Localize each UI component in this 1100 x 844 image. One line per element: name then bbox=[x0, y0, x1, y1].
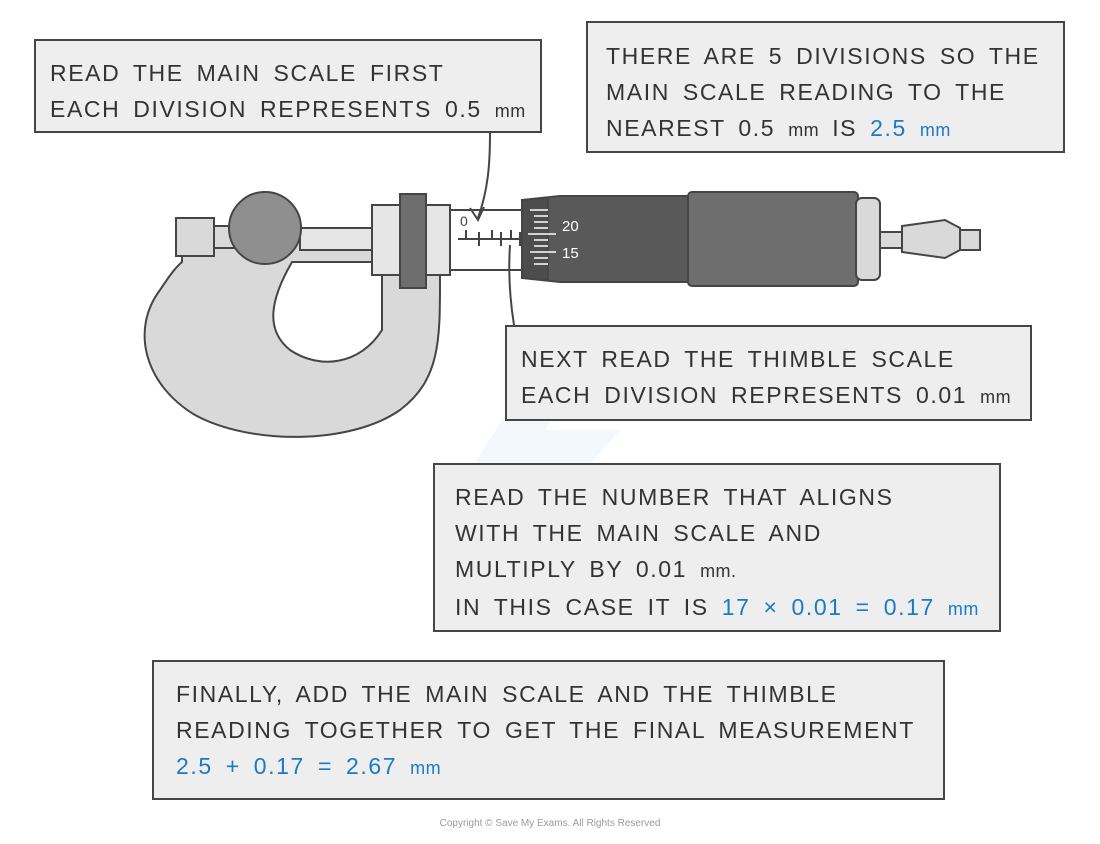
thimble-unit: mm bbox=[980, 387, 1012, 407]
pointer-main-scale-head bbox=[469, 206, 485, 223]
divisions-callout: THERE ARE 5 DIVISIONS SO THE MAIN SCALE … bbox=[586, 21, 1065, 153]
final-calculation-unit: mm bbox=[410, 758, 442, 778]
read-number-unit: mm. bbox=[700, 561, 737, 581]
read-number-line-2: WITH THE MAIN SCALE AND bbox=[455, 520, 822, 546]
final-callout: FINALLY, ADD THE MAIN SCALE AND THE THIM… bbox=[152, 660, 945, 800]
ratchet-cap bbox=[855, 197, 881, 281]
thimble-calculation-unit: mm bbox=[947, 599, 979, 619]
copyright-notice: Copyright © Save My Exams. All Rights Re… bbox=[439, 818, 661, 829]
spindle bbox=[299, 227, 373, 251]
main-scale-line-1: READ THE MAIN SCALE FIRST bbox=[50, 60, 445, 86]
thimble-line-1: NEXT READ THE THIMBLE SCALE bbox=[521, 346, 955, 372]
frame-ball bbox=[228, 191, 302, 265]
lock-ring bbox=[399, 193, 427, 289]
final-line-3: 2.5 + 0.17 = 2.67 mm bbox=[176, 748, 943, 786]
read-number-line-3-text: MULTIPLY BY 0.01 bbox=[455, 556, 688, 582]
thimble-callout: NEXT READ THE THIMBLE SCALE EACH DIVISIO… bbox=[505, 325, 1032, 421]
end-shaft bbox=[879, 231, 903, 249]
final-line-2: READING TOGETHER TO GET THE FINAL MEASUR… bbox=[176, 717, 915, 743]
read-number-line-3: MULTIPLY BY 0.01 mm. bbox=[455, 551, 999, 589]
end-knob bbox=[901, 218, 961, 260]
main-scale-unit: mm bbox=[494, 101, 526, 121]
thimble-line-2: EACH DIVISION REPRESENTS 0.01 mm bbox=[521, 377, 1030, 415]
main-scale-line-2-text: EACH DIVISION REPRESENTS 0.5 bbox=[50, 96, 482, 122]
final-calculation: 2.5 + 0.17 = 2.67 bbox=[176, 753, 398, 779]
anvil bbox=[175, 217, 215, 257]
divisions-line-3-text: NEAREST 0.5 bbox=[606, 115, 776, 141]
thimble-label-20: 20 bbox=[562, 218, 579, 235]
final-line-1: FINALLY, ADD THE MAIN SCALE AND THE THIM… bbox=[176, 681, 838, 707]
divisions-is: IS bbox=[832, 115, 858, 141]
main-scale-callout: READ THE MAIN SCALE FIRST EACH DIVISION … bbox=[34, 39, 542, 133]
read-number-line-4: IN THIS CASE IT IS 17 × 0.01 = 0.17 mm bbox=[455, 589, 999, 627]
main-scale-reading-unit: mm bbox=[919, 120, 951, 140]
main-scale-reading-value: 2.5 bbox=[870, 115, 907, 141]
divisions-unit: mm bbox=[788, 120, 820, 140]
thimble-label-15: 15 bbox=[562, 245, 579, 262]
pointer-main-scale bbox=[477, 132, 491, 219]
divisions-line-1: THERE ARE 5 DIVISIONS SO THE bbox=[606, 43, 1040, 69]
thimble-bevel bbox=[521, 197, 549, 281]
pointer-thimble bbox=[508, 244, 515, 326]
ratchet bbox=[687, 191, 859, 287]
micrometer-frame bbox=[143, 235, 441, 438]
main-scale-zero: 0 bbox=[460, 213, 468, 229]
divisions-line-3: NEAREST 0.5 mm IS 2.5 mm bbox=[606, 110, 1063, 148]
read-number-line-1: READ THE NUMBER THAT ALIGNS bbox=[455, 484, 894, 510]
end-tip bbox=[959, 229, 981, 251]
divisions-line-2: MAIN SCALE READING TO THE bbox=[606, 79, 1006, 105]
main-scale-line-2: EACH DIVISION REPRESENTS 0.5 mm bbox=[50, 91, 540, 129]
read-number-line-4-text: IN THIS CASE IT IS bbox=[455, 594, 709, 620]
read-number-callout: READ THE NUMBER THAT ALIGNS WITH THE MAI… bbox=[433, 463, 1001, 632]
thimble-line-2-text: EACH DIVISION REPRESENTS 0.01 bbox=[521, 382, 968, 408]
main-scale-ticks bbox=[465, 230, 521, 246]
thimble-scale-ticks bbox=[528, 209, 556, 265]
thimble-calculation: 17 × 0.01 = 0.17 bbox=[721, 594, 935, 620]
